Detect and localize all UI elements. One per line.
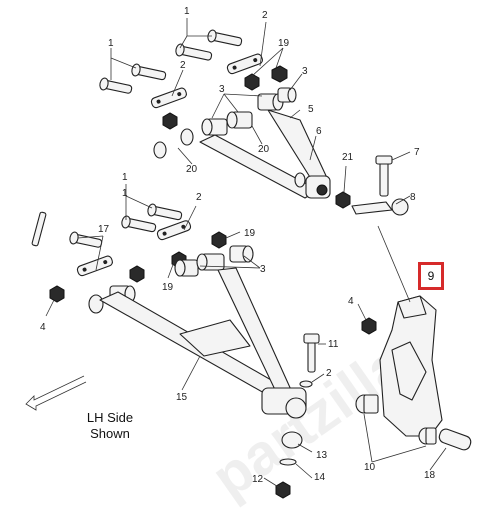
callout-20: 20 <box>258 144 270 155</box>
callout-6: 6 <box>316 126 322 137</box>
caption-line-2: Shown <box>90 426 130 441</box>
callout-10: 10 <box>364 462 376 473</box>
upper-nuts <box>162 65 288 130</box>
callout-3: 3 <box>219 84 225 95</box>
callout-12: 12 <box>252 474 264 485</box>
left-bracket <box>31 211 47 247</box>
callout-2: 2 <box>326 368 332 379</box>
callout-labels: 1 2 1 19 2 3 3 5 6 20 7 21 20 1 8 2 1 17… <box>40 6 436 485</box>
ball-joint-parts <box>279 333 320 466</box>
callout-17: 17 <box>98 224 110 235</box>
callout-18: 18 <box>424 470 436 481</box>
callout-7: 7 <box>414 147 420 158</box>
callout-5: 5 <box>308 104 314 115</box>
callout-2: 2 <box>180 60 186 71</box>
tie-rod-end <box>335 155 409 216</box>
leader-lines <box>45 18 447 489</box>
callout-13: 13 <box>316 450 328 461</box>
callout-19: 19 <box>278 38 290 49</box>
callout-3: 3 <box>302 66 308 77</box>
callout-4: 4 <box>348 296 354 307</box>
lower-nuts <box>49 231 377 499</box>
highlighted-part-callout[interactable]: 9 <box>418 262 444 290</box>
callout-19: 19 <box>162 282 174 293</box>
steering-knuckle <box>355 295 472 451</box>
callout-14: 14 <box>314 472 326 483</box>
direction-arrow <box>25 375 87 411</box>
upper-brackets <box>150 53 263 109</box>
callout-20: 20 <box>186 164 198 175</box>
callout-8: 8 <box>410 192 416 203</box>
callout-1: 1 <box>122 188 128 199</box>
callout-2: 2 <box>196 192 202 203</box>
lower-a-arm <box>99 267 307 419</box>
callout-11: 11 <box>328 339 339 350</box>
callout-21: 21 <box>342 152 354 163</box>
upper-bushings <box>153 87 297 159</box>
callout-1: 1 <box>122 172 128 183</box>
callout-1: 1 <box>108 38 114 49</box>
callout-3: 3 <box>260 264 266 275</box>
callout-4: 4 <box>40 322 46 333</box>
lower-brackets <box>76 220 192 277</box>
caption-line-1: LH Side <box>86 410 134 425</box>
highlighted-part-number: 9 <box>427 269 435 283</box>
callout-19: 19 <box>244 228 256 239</box>
callout-15: 15 <box>176 392 188 403</box>
callout-2: 2 <box>262 10 268 21</box>
callout-1: 1 <box>184 6 190 17</box>
upper-a-arm <box>199 109 331 199</box>
upper-bolts <box>99 29 243 94</box>
